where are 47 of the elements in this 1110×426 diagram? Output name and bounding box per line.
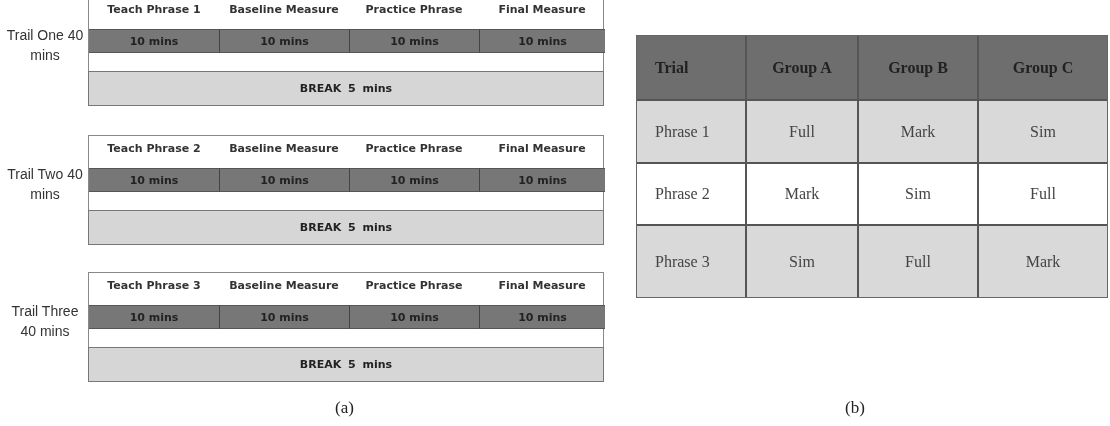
table-cell: Sim: [859, 164, 979, 226]
break-bar: BREAK 5 mins: [88, 347, 604, 382]
phase-heading: Final Measure: [497, 142, 587, 155]
phase-heading: Practice Phrase: [364, 142, 464, 155]
table-cell: Full: [859, 226, 979, 297]
phase-heading: Baseline Measure: [228, 279, 340, 292]
phase-heading: Teach Phrase 1: [106, 3, 202, 16]
table-cell: Sim: [979, 101, 1107, 164]
column-header: Group C: [979, 36, 1107, 101]
phase-heading: Teach Phrase 3: [106, 279, 202, 292]
row-header: Phrase 1: [637, 101, 747, 164]
table-cell: Mark: [979, 226, 1107, 297]
duration-cell: 10 mins: [479, 168, 605, 192]
table-cell: Full: [747, 101, 859, 164]
duration-cell: 10 mins: [349, 168, 479, 192]
duration-cell: 10 mins: [349, 29, 479, 53]
duration-cell: 10 mins: [479, 305, 605, 329]
trial-label: Trail Three 40 mins: [10, 302, 80, 341]
phase-heading: Baseline Measure: [228, 3, 340, 16]
duration-cell: 10 mins: [89, 305, 219, 329]
break-bar: BREAK 5 mins: [88, 71, 604, 106]
table-cell: Mark: [859, 101, 979, 164]
break-bar: BREAK 5 mins: [88, 210, 604, 245]
phase-heading: Practice Phrase: [364, 3, 464, 16]
trial-label: Trail One 40 mins: [5, 26, 85, 65]
duration-cell: 10 mins: [89, 168, 219, 192]
table-cell: Mark: [747, 164, 859, 226]
duration-cell: 10 mins: [219, 168, 349, 192]
panel-caption: (a): [335, 398, 354, 418]
column-header: Group B: [859, 36, 979, 101]
column-header: Trial: [637, 36, 747, 101]
duration-cell: 10 mins: [219, 305, 349, 329]
row-header: Phrase 2: [637, 164, 747, 226]
trial-label: Trail Two 40 mins: [6, 165, 84, 204]
panel-caption: (b): [845, 398, 865, 418]
phase-heading: Final Measure: [497, 3, 587, 16]
column-header: Group A: [747, 36, 859, 101]
duration-cell: 10 mins: [479, 29, 605, 53]
duration-cell: 10 mins: [89, 29, 219, 53]
duration-cell: 10 mins: [349, 305, 479, 329]
phase-heading: Practice Phrase: [364, 279, 464, 292]
phase-heading: Teach Phrase 2: [106, 142, 202, 155]
table-cell: Sim: [747, 226, 859, 297]
phase-heading: Baseline Measure: [228, 142, 340, 155]
row-header: Phrase 3: [637, 226, 747, 297]
duration-cell: 10 mins: [219, 29, 349, 53]
phase-heading: Final Measure: [497, 279, 587, 292]
